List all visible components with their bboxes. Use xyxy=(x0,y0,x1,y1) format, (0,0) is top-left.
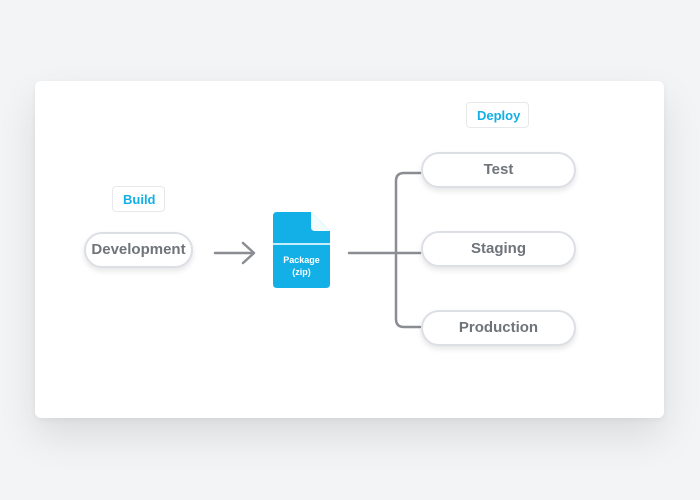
production-node[interactable]: Production xyxy=(421,310,576,346)
file-icon[interactable] xyxy=(273,212,330,288)
test-node[interactable]: Test xyxy=(421,152,576,188)
right-arrow-icon xyxy=(213,241,256,265)
deploy-tag: Deploy xyxy=(466,102,529,128)
build-tag: Build xyxy=(112,186,165,212)
development-node[interactable]: Development xyxy=(84,232,193,268)
staging-node[interactable]: Staging xyxy=(421,231,576,267)
package-label-line1: Package xyxy=(283,255,320,265)
package-label: Package (zip) xyxy=(273,254,330,278)
branch-bracket xyxy=(394,171,422,329)
package-label-line2: (zip) xyxy=(292,267,311,277)
